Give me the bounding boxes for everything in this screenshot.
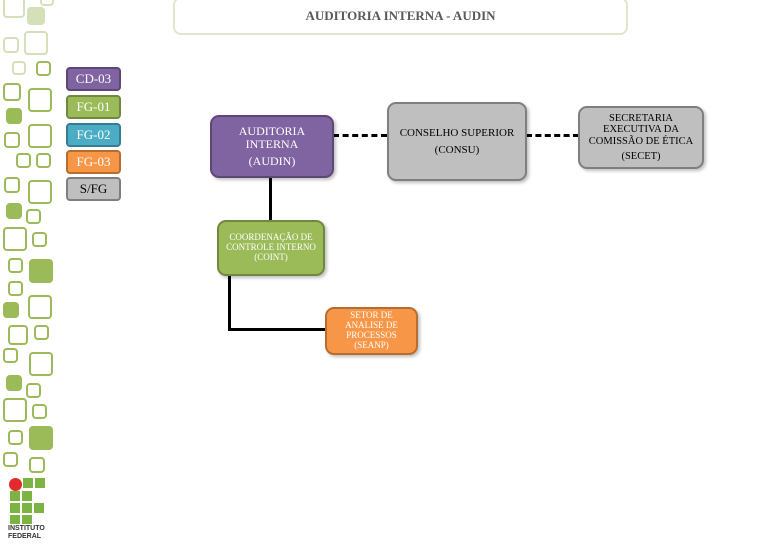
legend-cd-03: CD-03 <box>66 67 121 91</box>
node-consu[interactable]: CONSELHO SUPERIOR (CONSU) <box>387 102 527 181</box>
node-audin[interactable]: AUDITORIA INTERNA (AUDIN) <box>210 115 334 178</box>
node-abbr: (SECET) <box>621 150 661 162</box>
page-title: AUDITORIA INTERNA - AUDIN <box>173 0 628 35</box>
node-name: SETOR DE ANALISE DE PROCESSOS <box>345 310 398 340</box>
node-name: COORDENAÇÃO DE CONTROLE INTERNO <box>226 232 316 253</box>
node-name: SECRETARIA EXECUTIVA DA COMISSÃO DE ÉTIC… <box>588 112 694 147</box>
connector-coint-seanp <box>228 275 231 331</box>
node-abbr: (COINT) <box>254 251 288 262</box>
legend-fg-03: FG-03 <box>66 150 121 174</box>
node-coint[interactable]: COORDENAÇÃO DE CONTROLE INTERNO(COINT) <box>217 220 325 276</box>
node-name: CONSELHO SUPERIOR <box>399 127 515 140</box>
node-seanp[interactable]: SETOR DE ANALISE DE PROCESSOS(SEANP) <box>325 307 418 355</box>
node-abbr: (SEANP) <box>354 339 389 350</box>
connector-audin-coint <box>269 177 272 221</box>
connector-coint-seanp <box>228 328 326 331</box>
node-abbr: (AUDIN) <box>248 154 296 169</box>
node-name: AUDITORIA INTERNA <box>238 123 306 151</box>
logo-text: INSTITUTO <box>8 525 45 532</box>
legend-fg-02: FG-02 <box>66 123 121 147</box>
logo-text: FEDERAL <box>8 533 42 540</box>
node-secet[interactable]: SECRETARIA EXECUTIVA DA COMISSÃO DE ÉTIC… <box>578 106 704 169</box>
institute-logo: INSTITUTO FEDERAL <box>8 477 48 545</box>
legend-fg-01: FG-01 <box>66 95 121 119</box>
node-abbr: (CONSU) <box>434 143 480 156</box>
dashed-connector-audin-consu <box>333 134 387 137</box>
dashed-connector-consu-secet <box>526 134 579 137</box>
legend-sfg: S/FG <box>66 177 121 201</box>
